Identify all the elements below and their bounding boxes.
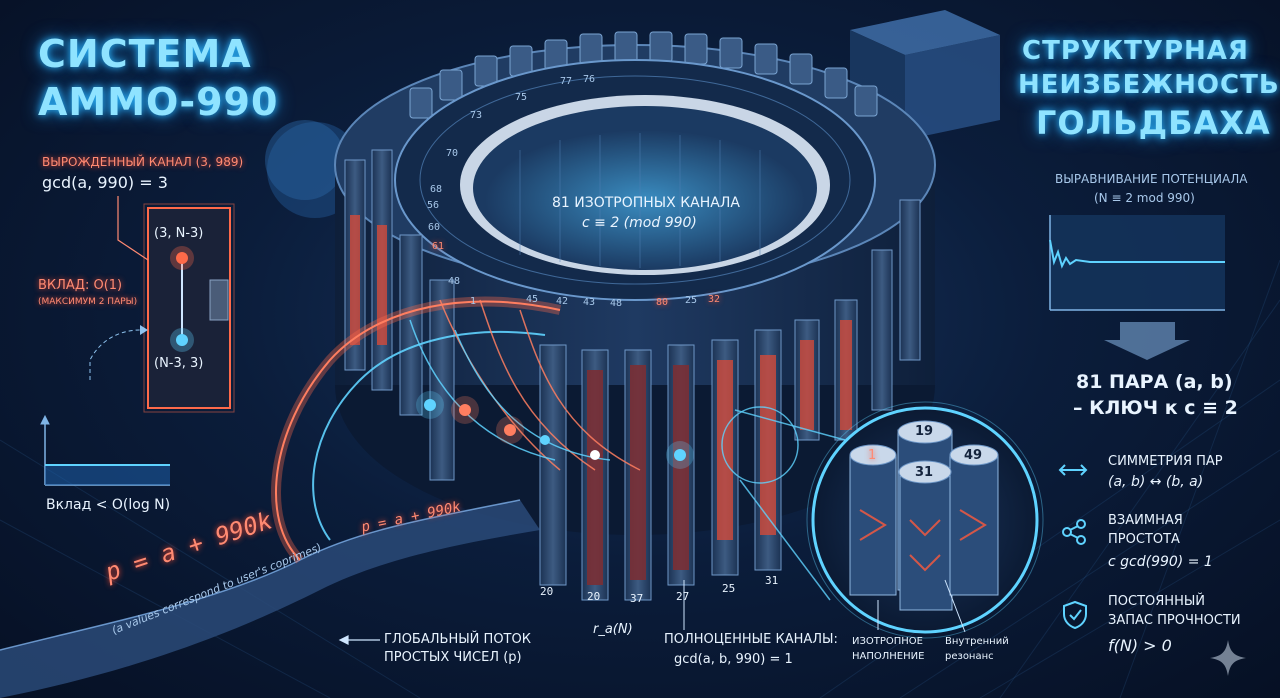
right-title-line1: СТРУКТУРНАЯ <box>1022 36 1249 66</box>
ring-number: 70 <box>446 148 459 159</box>
potential-line2: (N ≡ 2 mod 990) <box>1094 191 1195 205</box>
column-bottom-number: 27 <box>676 590 690 603</box>
ring-number: 45 <box>526 294 539 305</box>
pairs-line2: – КЛЮЧ к c ≡ 2 <box>1073 397 1238 419</box>
ring-number: 43 <box>583 297 596 308</box>
margin-title-line2: ЗАПАС ПРОЧНОСТИ <box>1108 613 1241 628</box>
ring-number: 76 <box>583 74 596 85</box>
inner-resonance-line1: Внутренний <box>945 636 1009 647</box>
contribution-note: (МАКСИМУМ 2 ПАРЫ) <box>38 297 138 307</box>
ring-number: 1 <box>470 296 477 307</box>
contribution-chart <box>40 414 170 486</box>
coprime-title-line2: ПРОСТОТА <box>1108 532 1180 547</box>
contribution-log: Вклад < O(log N) <box>46 497 171 513</box>
ring-number: 56 <box>427 200 440 211</box>
contribution-label: ВКЛАД: O(1) <box>38 278 123 293</box>
ring-number: 48 <box>448 276 461 287</box>
column-bottom-number: 37 <box>630 592 644 605</box>
column-bottom-number: 20 <box>587 590 601 603</box>
inner-resonance-line2: резонанс <box>945 651 994 662</box>
isotropic-fill-line1: ИЗОТРОПНОЕ <box>852 636 924 647</box>
ring-number: 25 <box>685 295 698 306</box>
full-channels-line1: ПОЛНОЦЕННЫЕ КАНАЛЫ: <box>664 632 838 647</box>
background-cube <box>850 10 1000 140</box>
full-channels-line2: gcd(a, b, 990) = 1 <box>674 652 793 667</box>
ring-number: 77 <box>560 76 573 87</box>
channels-title: 81 ИЗОТРОПНЫХ КАНАЛА <box>552 195 740 211</box>
pairs-line1: 81 ПАРА (a, b) <box>1076 371 1233 393</box>
potential-line1: ВЫРАВНИВАНИЕ ПОТЕНЦИАЛА <box>1055 172 1248 186</box>
symmetry-title: СИММЕТРИЯ ПАР <box>1108 454 1223 469</box>
ring-number: 80 <box>656 297 669 308</box>
degenerate-channel-box <box>89 196 235 413</box>
potential-chart <box>1049 215 1225 360</box>
symmetry-text: (a, b) ↔ (b, a) <box>1108 474 1204 490</box>
global-stream-line2: ПРОСТЫХ ЧИСЕЛ (p) <box>384 650 522 665</box>
margin-title-line1: ПОСТОЯННЫЙ <box>1108 594 1206 609</box>
right-title-line2: НЕИЗБЕЖНОСТЬ <box>1018 70 1280 100</box>
channels-mod: c ≡ 2 (mod 990) <box>582 215 697 231</box>
degenerate-gcd: gcd(a, 990) = 3 <box>42 173 168 192</box>
lens-number: 19 <box>915 424 934 439</box>
sparkle-icon <box>1208 638 1248 678</box>
shield-check-icon <box>1062 600 1088 630</box>
margin-text: f(N) > 0 <box>1108 636 1172 655</box>
pair-top: (3, N-3) <box>154 226 204 241</box>
ring-number: 42 <box>556 296 569 307</box>
global-stream-pointer <box>338 635 380 645</box>
lens-number: 1 <box>868 448 877 463</box>
coprime-title-line1: ВЗАИМНАЯ <box>1108 513 1183 528</box>
ring-number: 48 <box>610 298 623 309</box>
column-bottom-number: 25 <box>722 582 736 595</box>
ring-number: 32 <box>708 294 721 305</box>
ring-number: 60 <box>428 222 441 233</box>
column-bottom-number: 20 <box>540 585 554 598</box>
ring-number: 75 <box>515 92 528 103</box>
resonance-nodes <box>416 391 694 469</box>
prime-stream <box>0 296 641 698</box>
ring-number: 61 <box>432 241 445 252</box>
global-stream-line1: ГЛОБАЛЬНЫЙ ПОТОК <box>384 632 531 647</box>
left-title-line1: СИСТЕМА <box>38 32 252 76</box>
column-bottom-number: 31 <box>765 574 779 587</box>
channel-columns <box>344 149 921 601</box>
ring-number: 73 <box>470 110 483 121</box>
lens-number: 49 <box>964 448 983 463</box>
degenerate-label: ВЫРОЖДЕННЫЙ КАНАЛ (3, 989) <box>42 155 244 169</box>
double-arrow-icon <box>1058 460 1088 480</box>
r-label: r_a(N) <box>593 622 633 637</box>
isotropic-fill-line2: НАПОЛНЕНИЕ <box>852 651 925 662</box>
lens-number: 31 <box>915 465 934 480</box>
magnifier-lens <box>721 401 1044 639</box>
pair-bottom: (N-3, 3) <box>154 356 204 371</box>
coprime-text: c gcd(990) = 1 <box>1108 554 1213 570</box>
right-title-line3: ГОЛЬДБАХА <box>1036 104 1271 142</box>
ring-number: 68 <box>430 184 443 195</box>
left-title-line2: АММО-990 <box>38 80 279 124</box>
share-nodes-icon <box>1060 518 1088 546</box>
